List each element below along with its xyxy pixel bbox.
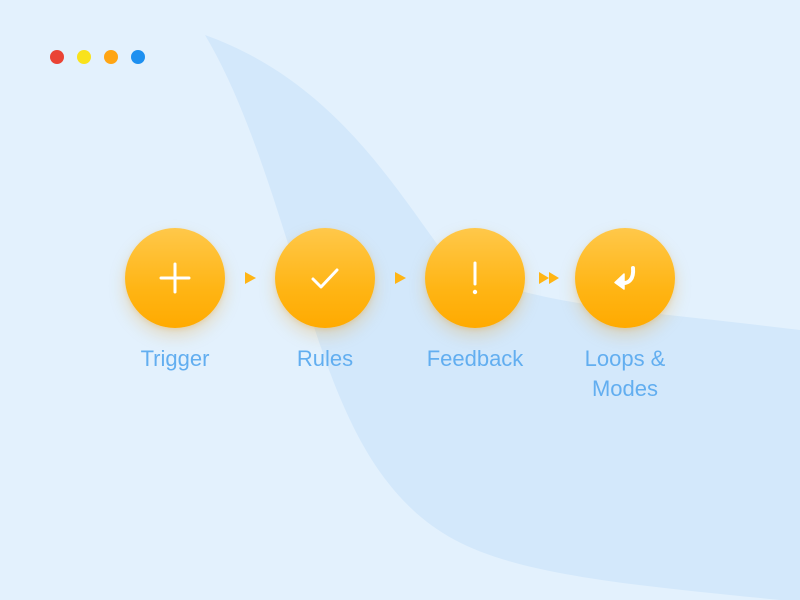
step-label-loops-modes: Loops & Modes	[584, 346, 666, 401]
play-arrow-icon	[245, 272, 256, 284]
step-loops-modes	[575, 228, 675, 328]
exclamation-icon	[472, 261, 478, 295]
step-rules	[275, 228, 375, 328]
play-arrow-icon	[395, 272, 406, 284]
step-label-trigger: Trigger	[140, 346, 210, 371]
step-trigger	[125, 228, 225, 328]
orange-dot	[104, 50, 118, 64]
connector-arrow-1	[244, 271, 258, 285]
red-dot	[50, 50, 64, 64]
window-controls	[50, 50, 145, 64]
yellow-dot	[77, 50, 91, 64]
step-label-feedback: Feedback	[426, 346, 524, 371]
connector-arrow-3	[538, 271, 560, 285]
step-feedback	[425, 228, 525, 328]
return-arrow-icon	[614, 266, 636, 290]
checkmark-icon	[311, 268, 339, 289]
step-label-rules: Rules	[296, 346, 354, 371]
connector-arrow-2	[394, 271, 408, 285]
blue-dot	[131, 50, 145, 64]
fast-forward-icon	[539, 272, 559, 284]
plus-icon	[159, 262, 191, 294]
